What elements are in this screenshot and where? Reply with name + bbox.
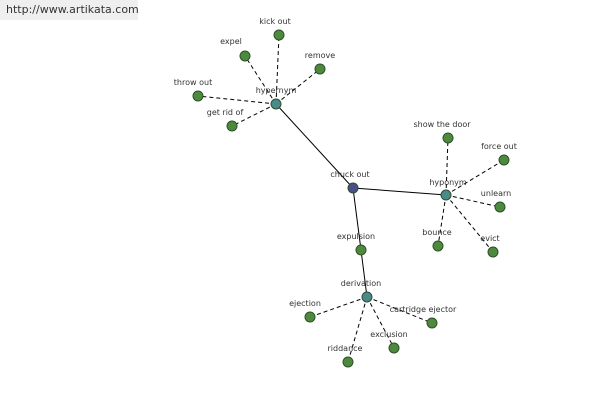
hyponym-node[interactable] xyxy=(440,189,452,201)
hyponym-label[interactable]: hyponym xyxy=(429,178,467,187)
edge-hyponym-force-out xyxy=(445,159,505,196)
leaf-label-get-rid-of[interactable]: get rid of xyxy=(207,108,244,117)
edge-hyponym-evict xyxy=(445,194,494,253)
edge-hyponym-unlearn xyxy=(445,194,501,208)
leaf-node-cartridge-ejector[interactable] xyxy=(426,317,438,329)
leaf-node-remove[interactable] xyxy=(314,63,326,75)
leaf-node-kick-out[interactable] xyxy=(273,29,285,41)
leaf-node-evict[interactable] xyxy=(487,246,499,258)
edge-hypernym-expel xyxy=(244,55,277,105)
leaf-node-force-out[interactable] xyxy=(498,154,510,166)
leaf-node-get-rid-of[interactable] xyxy=(226,120,238,132)
leaf-label-ejection[interactable]: ejection xyxy=(289,299,321,308)
edge-hyponym-bounce xyxy=(437,194,447,247)
leaf-node-bounce[interactable] xyxy=(432,240,444,252)
hypernym-label[interactable]: hypernym xyxy=(256,86,297,95)
leaf-node-expel[interactable] xyxy=(239,50,251,62)
leaf-label-riddance[interactable]: riddance xyxy=(328,344,363,353)
leaf-node-unlearn[interactable] xyxy=(494,201,506,213)
edge-hypernym-kick-out xyxy=(275,34,280,105)
edge-derivation-exclusion xyxy=(366,296,395,349)
edge-derivation-riddance xyxy=(347,296,368,363)
hypernym-node[interactable] xyxy=(270,98,282,110)
site-url-text: http://www.artikata.com xyxy=(6,3,139,16)
leaf-node-exclusion[interactable] xyxy=(388,342,400,354)
root-label[interactable]: chuck out xyxy=(330,170,369,179)
leaf-label-cartridge-ejector[interactable]: cartridge ejector xyxy=(390,305,457,314)
edge-derivation-cartridge-ejector xyxy=(366,296,433,324)
leaf-label-force-out[interactable]: force out xyxy=(481,142,517,151)
edge-hypernym-get-rid-of xyxy=(231,103,277,127)
edge-root-hypernym xyxy=(275,103,354,189)
leaf-label-remove[interactable]: remove xyxy=(305,51,335,60)
leaf-label-expel[interactable]: expel xyxy=(220,37,242,46)
edge-hypernym-remove xyxy=(275,68,321,105)
edge-root-expulsion xyxy=(352,187,362,251)
derivation-label[interactable]: derivation xyxy=(341,279,381,288)
leaf-label-show-the-door[interactable]: show the door xyxy=(413,120,471,129)
leaf-node-show-the-door[interactable] xyxy=(442,132,454,144)
leaf-label-evict[interactable]: evict xyxy=(480,234,499,243)
edge-hypernym-throw-out xyxy=(197,95,277,105)
edge-derivation-ejection xyxy=(309,296,368,318)
leaf-node-riddance[interactable] xyxy=(342,356,354,368)
edge-root-hyponym xyxy=(352,187,447,196)
leaf-node-ejection[interactable] xyxy=(304,311,316,323)
leaf-label-exclusion[interactable]: exclusion xyxy=(370,330,407,339)
expulsion-label[interactable]: expulsion xyxy=(337,232,375,241)
leaf-label-throw-out[interactable]: throw out xyxy=(174,78,212,87)
expulsion-node[interactable] xyxy=(355,244,367,256)
site-url-banner[interactable]: http://www.artikata.com xyxy=(0,0,139,20)
leaf-label-bounce[interactable]: bounce xyxy=(422,228,452,237)
edge-hyponym-show-the-door xyxy=(445,137,449,196)
leaf-label-kick-out[interactable]: kick out xyxy=(259,17,291,26)
derivation-node[interactable] xyxy=(361,291,373,303)
leaf-label-unlearn[interactable]: unlearn xyxy=(481,189,511,198)
leaf-node-throw-out[interactable] xyxy=(192,90,204,102)
edge-expulsion-derivation xyxy=(360,249,368,298)
root-node[interactable] xyxy=(347,182,359,194)
